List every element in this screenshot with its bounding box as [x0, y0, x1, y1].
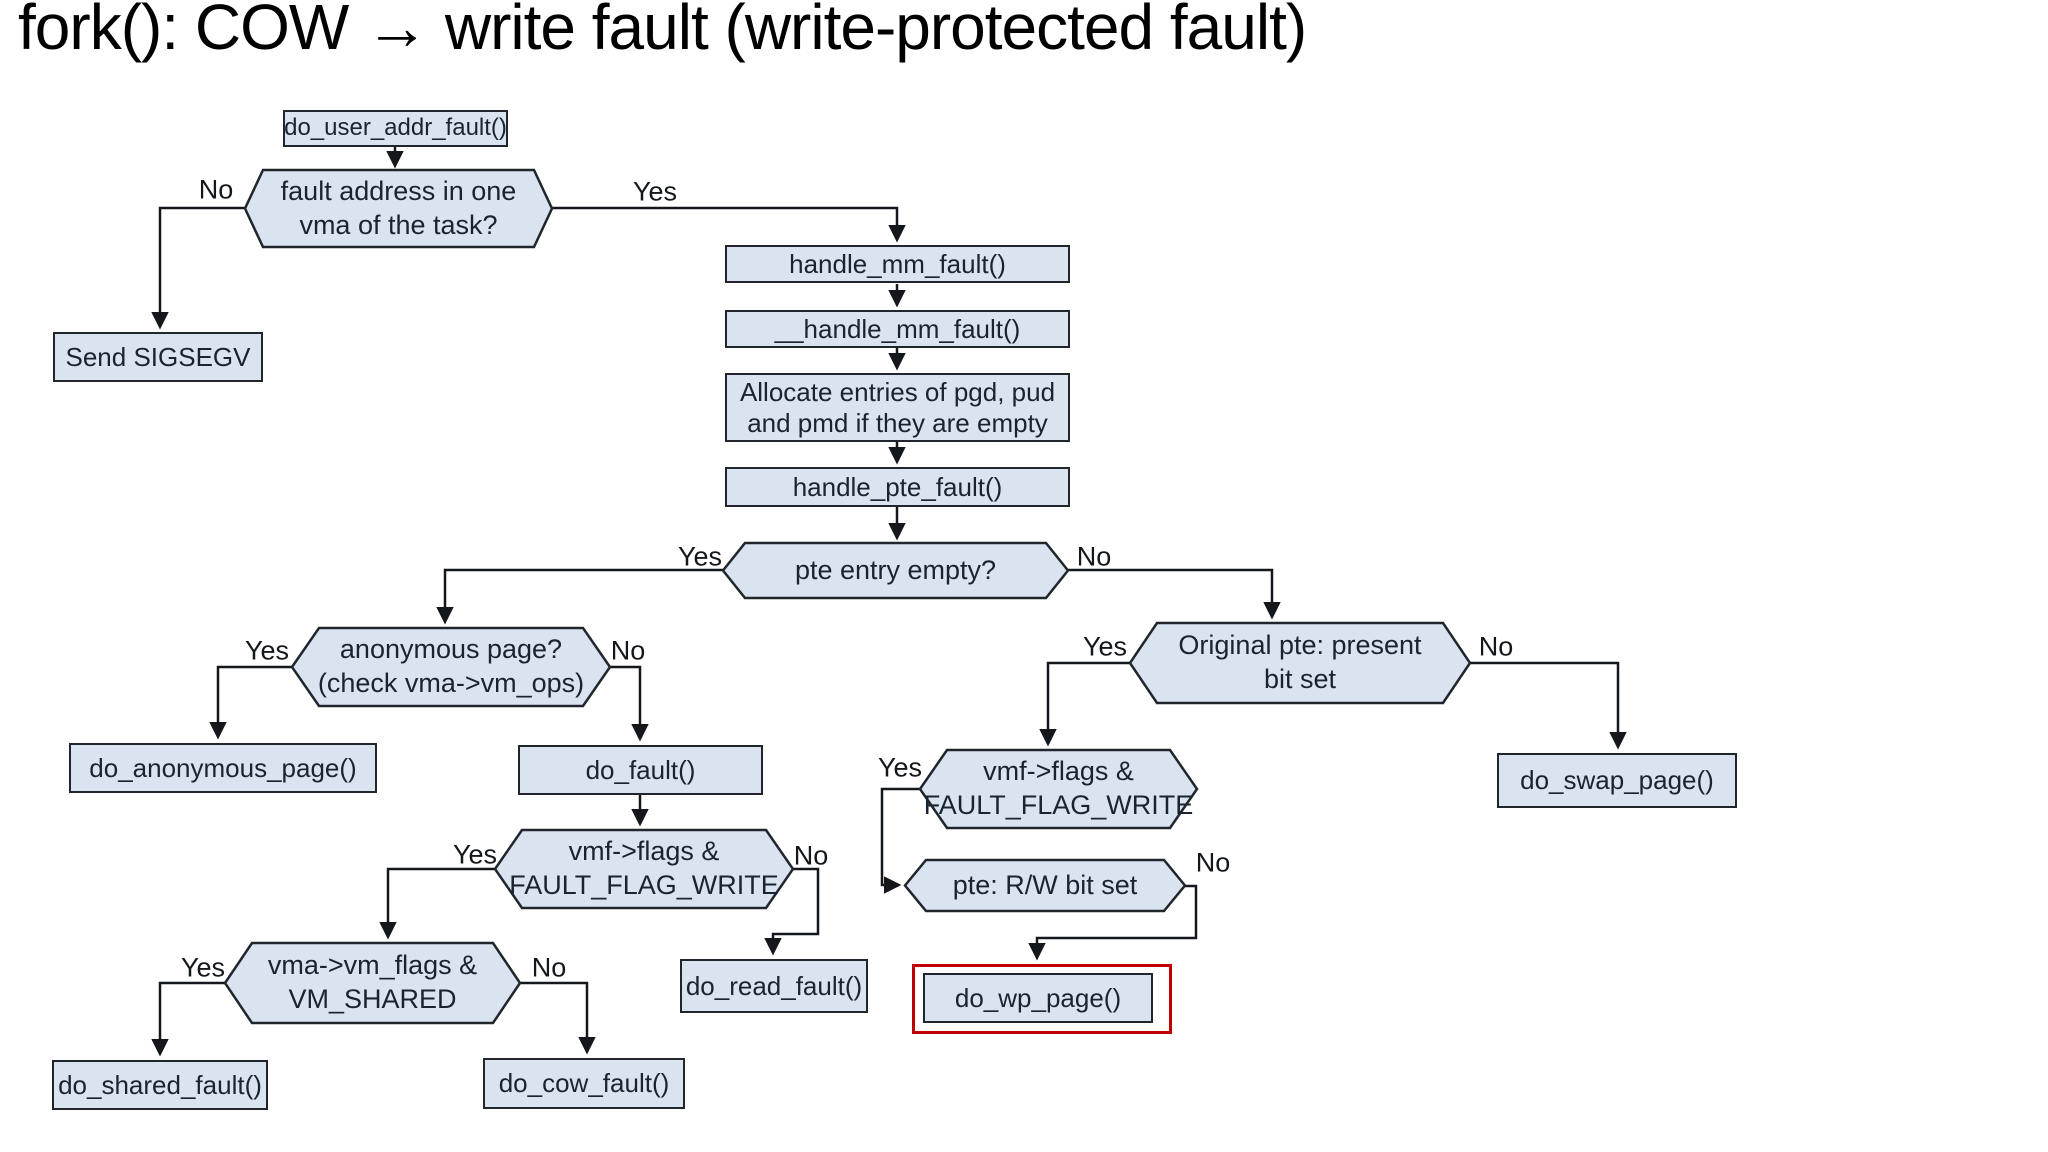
decision-label-vmf-flags-left: vmf->flags & FAULT_FLAG_WRITE [509, 836, 779, 900]
edge-faultaddress-no-to-sigsegv [151, 206, 246, 330]
edge-vmfright-yes-to-pterw [880, 787, 920, 894]
edge-anonymous-no-to-dofault [610, 665, 649, 742]
branch-label-no: No [1478, 631, 1514, 662]
edge-pteempty-no-to-originalpte [1068, 568, 1281, 620]
branch-label-yes: Yes [1082, 631, 1128, 662]
node-do-swap-page: do_swap_page() [1497, 753, 1737, 808]
decision-label-vmf-flags-right: vmf->flags & FAULT_FLAG_WRITE [923, 756, 1194, 820]
node-do-anonymous-page: do_anonymous_page() [69, 743, 377, 793]
edge-vmfleft-yes-to-vmshared [379, 867, 495, 940]
branch-label-no: No [793, 840, 829, 871]
branch-label-yes: Yes [677, 541, 723, 572]
branch-label-no: No [1195, 847, 1231, 878]
decision-label-pte-entry-empty: pte entry empty? [794, 554, 997, 585]
node-handle-mm-fault: handle_mm_fault() [725, 245, 1070, 283]
branch-label-yes: Yes [877, 752, 923, 783]
node-do-read-fault: do_read_fault() [680, 959, 868, 1013]
branch-label-yes: Yes [244, 635, 290, 666]
highlight-frame-do-wp-page [912, 964, 1172, 1034]
page-title: fork(): COW → write fault (write-protect… [18, 0, 1307, 63]
branch-label-yes: Yes [452, 839, 498, 870]
node-handle-pte-fault: handle_pte_fault() [725, 467, 1070, 507]
decision-shape-vmf-flags-left [493, 828, 795, 910]
edge-vmshared-yes-to-dosharedfault [151, 981, 225, 1057]
decision-label-fault-address: fault address in one vma of the task? [280, 175, 517, 240]
edge-vmshared-no-to-docowfault [520, 981, 596, 1055]
edge-originalpte-yes-to-vmfright [1039, 661, 1130, 747]
edge-anonymous-yes-to-doanonymouspage [209, 665, 292, 740]
node-send-sigsegv: Send SIGSEGV [53, 332, 263, 382]
node-do-shared-fault: do_shared_fault() [52, 1060, 268, 1110]
node-do-fault: do_fault() [518, 745, 763, 795]
edge-vmfleft-no-to-doreadfault [764, 867, 820, 956]
branch-label-yes: Yes [180, 952, 226, 983]
decision-shape-pte-entry-empty [721, 541, 1070, 600]
edge-originalpte-no-to-doswappage [1470, 661, 1627, 750]
decision-shape-vmf-flags-right [918, 748, 1199, 830]
decision-label-original-pte: Original pte: present bit set [1178, 630, 1422, 694]
branch-label-no: No [1076, 541, 1112, 572]
branch-label-no: No [531, 952, 567, 983]
edge-pterw-no-to-dowppage [1028, 884, 1198, 961]
decision-label-vma-vm-flags: vma->vm_flags & VM_SHARED [267, 950, 478, 1014]
decision-shape-fault-address [243, 168, 554, 249]
decision-shape-vma-vm-flags [223, 941, 522, 1025]
branch-label-no: No [610, 635, 646, 666]
edge-faultaddress-yes-to-handlemmfault [552, 206, 906, 243]
node-do-wp-page: do_wp_page() [923, 973, 1153, 1023]
node-underscore-handle-mm-fault: __handle_mm_fault() [725, 310, 1070, 348]
decision-label-pte-rw-bit: pte: R/W bit set [952, 869, 1138, 900]
node-do-user-addr-fault: do_user_addr_fault() [283, 110, 508, 147]
decision-label-anonymous-page: anonymous page? (check vma->vm_ops) [317, 634, 585, 698]
node-do-cow-fault: do_cow_fault() [483, 1058, 685, 1109]
decision-shape-original-pte [1128, 621, 1472, 705]
decision-shape-anonymous-page [290, 626, 612, 708]
branch-label-no: No [198, 174, 234, 205]
decision-shape-pte-rw-bit [903, 858, 1187, 913]
edge-pteempty-yes-to-anonymous [436, 568, 723, 625]
node-allocate-entries: Allocate entries of pgd, pud and pmd if … [725, 373, 1070, 442]
branch-label-yes: Yes [632, 176, 678, 207]
